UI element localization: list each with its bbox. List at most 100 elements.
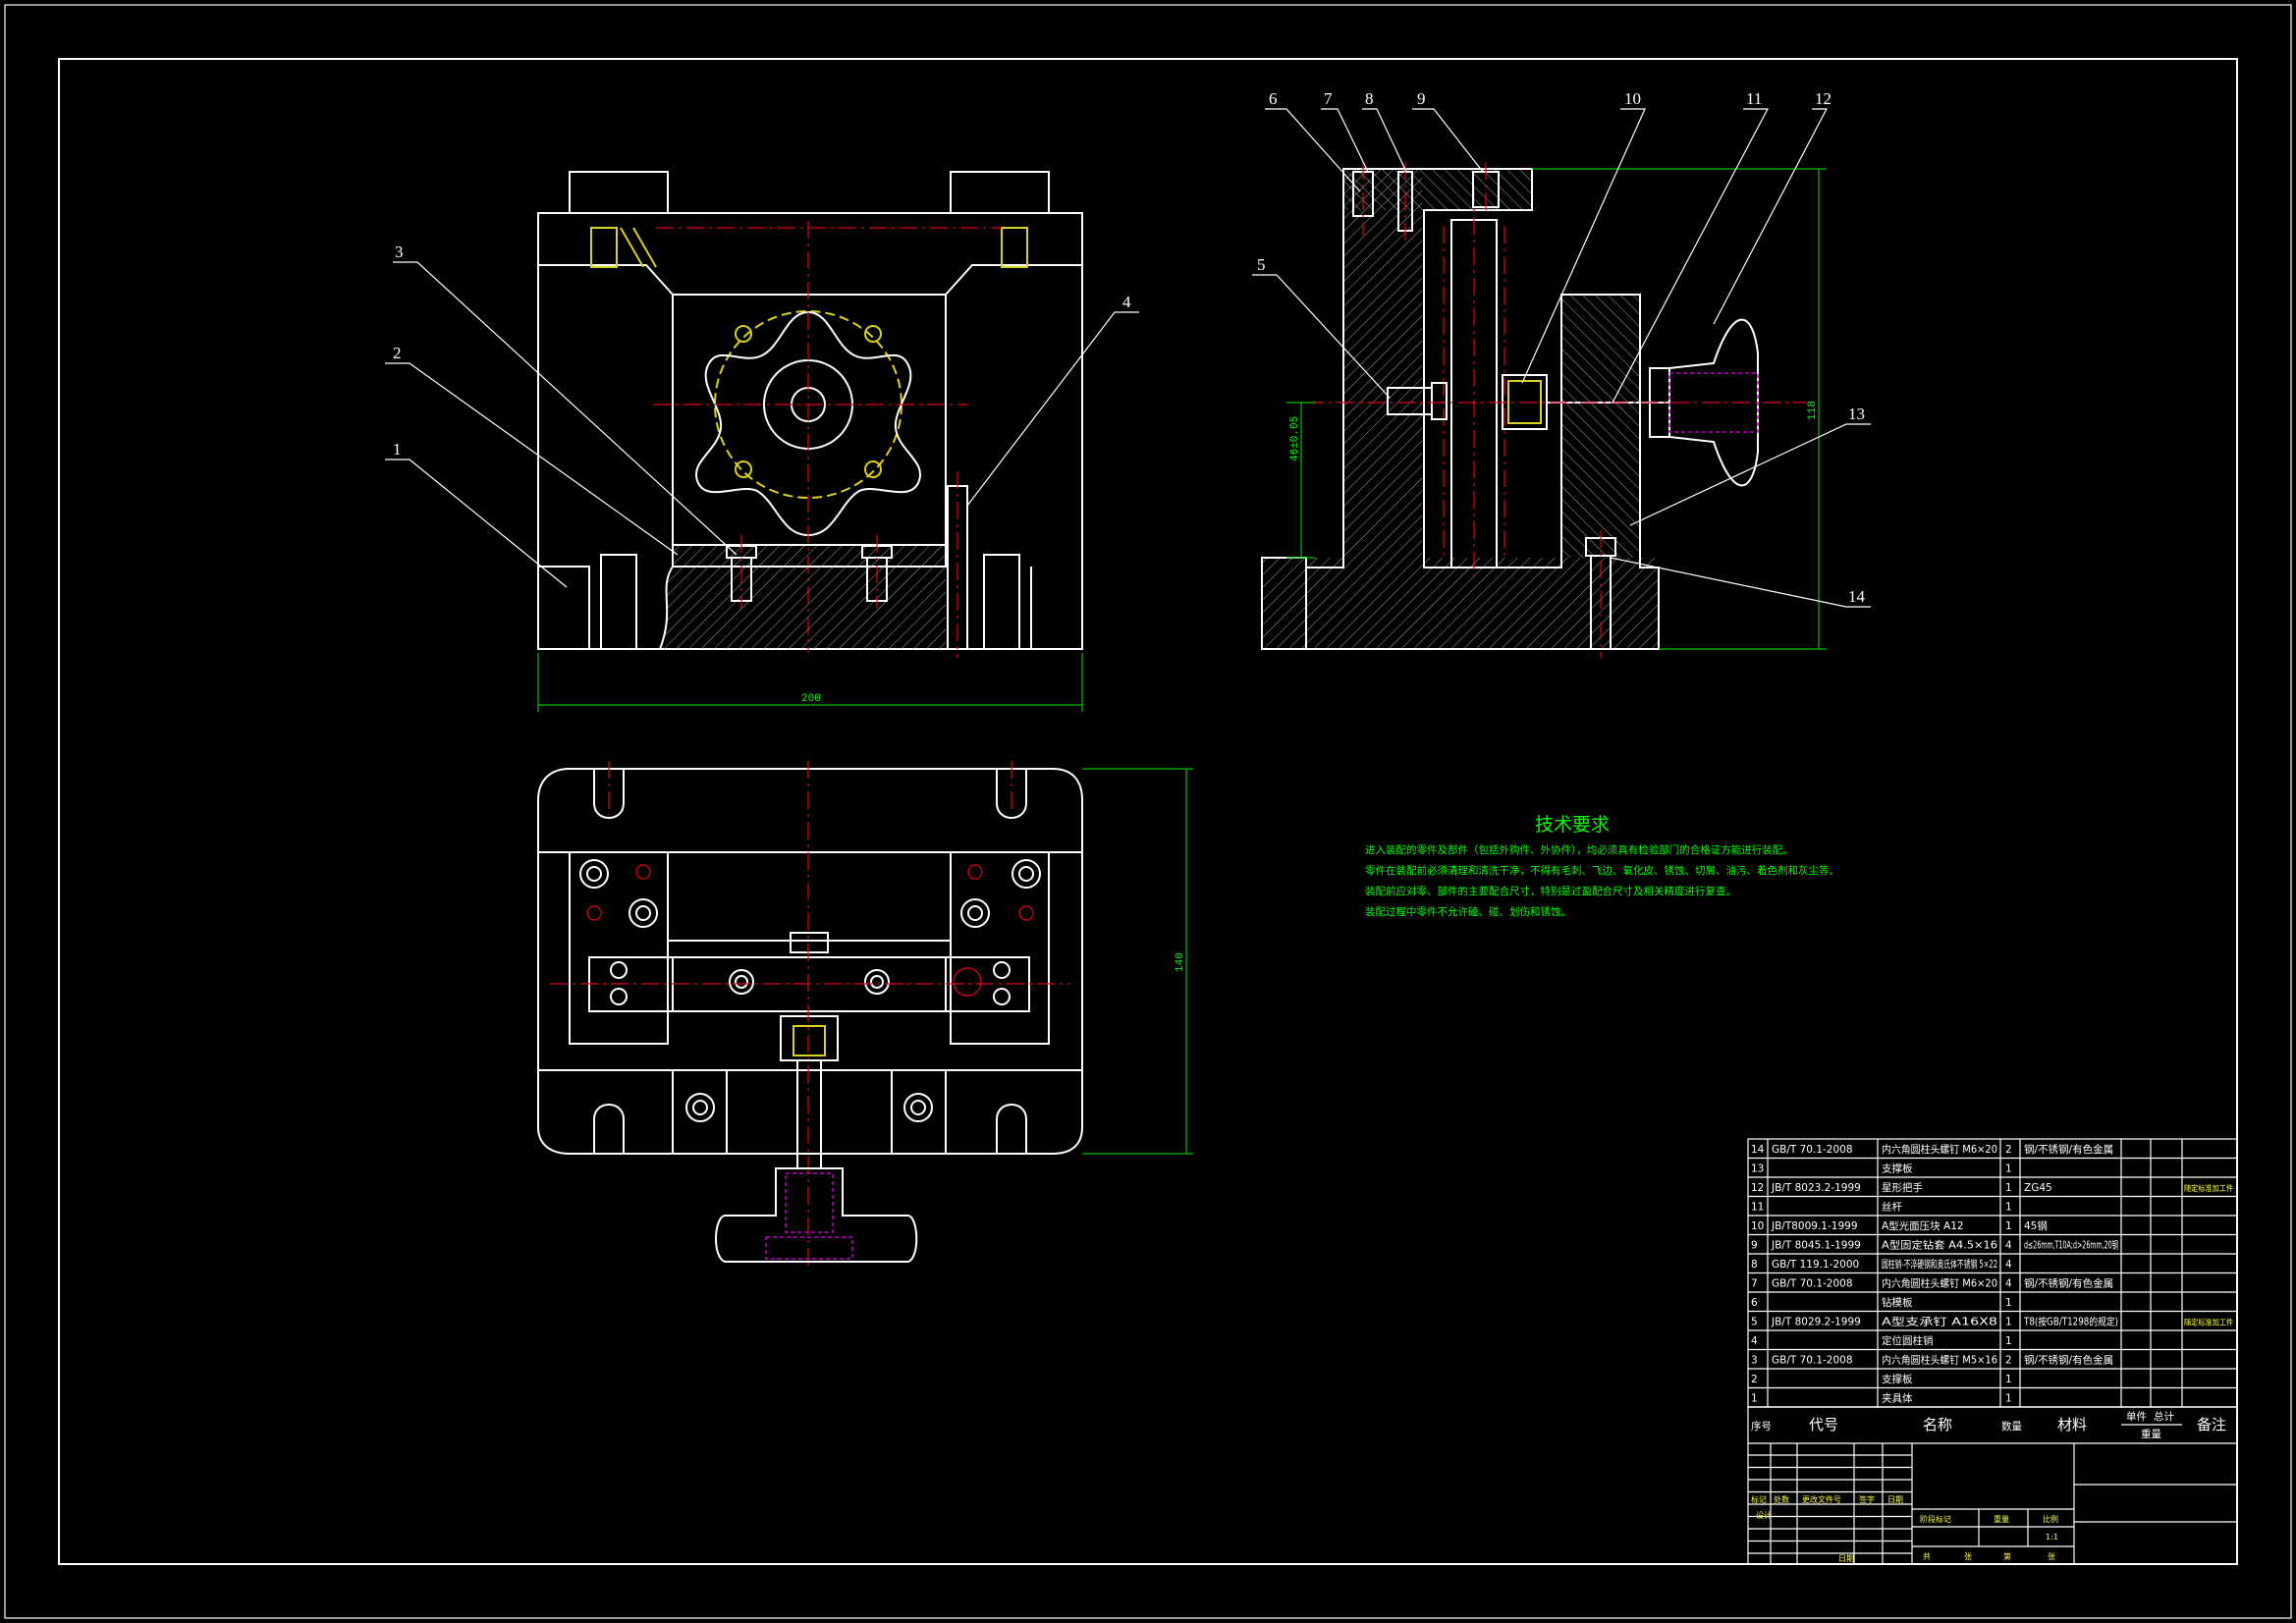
- sheet-label-sheets1: 张: [1964, 1552, 1972, 1561]
- bom-qty: 1: [2005, 1220, 2012, 1232]
- bom-name: 钻模板: [1882, 1296, 1913, 1309]
- bom-code: JB/T 8023.2-1999: [1771, 1182, 1861, 1194]
- leader-label-1: 1: [393, 440, 402, 459]
- bom-row: 2 支撑板 1: [1751, 1373, 2012, 1385]
- bom-row: 14 GB/T 70.1-2008 内六角圆柱头螺钉 M6×20 2 钢/不锈钢/有色金…: [1751, 1143, 2113, 1156]
- bom-name: 内六角圆柱头螺钉 M6×20: [1882, 1277, 1997, 1290]
- bom-seq: 6: [1751, 1297, 1758, 1309]
- top-view: 140: [537, 761, 1193, 1267]
- front-view: 200: [537, 171, 1083, 712]
- bom-name: 丝杆: [1882, 1201, 1903, 1214]
- bom-name: 支撑板: [1882, 1163, 1913, 1175]
- bom-header-weight: 重量: [2141, 1428, 2162, 1440]
- bom-material: ZG45: [2024, 1182, 2052, 1194]
- leader-label-8: 8: [1365, 89, 1374, 108]
- bom-seq: 14: [1751, 1144, 1765, 1156]
- bom-name: 圆柱销-不淬硬钢和奥氏体不锈钢 5×22: [1882, 1258, 1997, 1271]
- tech-req-title: 技术要求: [1535, 814, 1610, 836]
- leader-label-10: 10: [1624, 89, 1641, 108]
- tech-req-line-3: 装配前应对零、部件的主要配合尺寸，特别是过盈配合尺寸及相关精度进行复查。: [1365, 885, 1736, 897]
- stage-header-weight: 重量: [1994, 1514, 2009, 1524]
- leader-label-2: 2: [393, 344, 402, 362]
- bom-code: GB/T 70.1-2008: [1772, 1355, 1853, 1367]
- bom-seq: 11: [1751, 1202, 1764, 1214]
- bom-header-material: 材料: [2057, 1416, 2087, 1434]
- leader-label-11: 11: [1746, 89, 1762, 108]
- sheet-label-no: 第: [2003, 1551, 2011, 1561]
- bom-seq: 4: [1751, 1335, 1758, 1347]
- bom-qty: 1: [2005, 1335, 2012, 1347]
- bom-qty: 1: [2005, 1374, 2012, 1385]
- leader-label-3: 3: [395, 243, 404, 261]
- bom-remark: 随定标准加工件: [2184, 1183, 2233, 1193]
- bom-name: 支撑板: [1882, 1373, 1913, 1385]
- title-block: 标记 处数 更改文件号 签字 日期 设计 日期 阶段标记 重量 比例 1:1 共…: [1747, 1406, 2238, 1565]
- bom-qty: 1: [2005, 1202, 2012, 1214]
- bom-name: 内六角圆柱头螺钉 M6×20: [1882, 1143, 1997, 1156]
- outer-border: [4, 4, 2292, 1619]
- leader-label-7: 7: [1324, 89, 1333, 108]
- leader-label-9: 9: [1417, 89, 1426, 108]
- bom-code: JB/T 8045.1-1999: [1771, 1240, 1861, 1252]
- bom-seq: 5: [1751, 1317, 1758, 1328]
- stage-header-scale: 比例: [2043, 1514, 2058, 1524]
- bom-material: 钢/不锈钢/有色金属: [2024, 1354, 2113, 1367]
- bom-name: 夹具体: [1882, 1392, 1913, 1405]
- bom-qty: 2: [2005, 1144, 2012, 1156]
- bom-material: T8(按GB/T1298的规定): [2023, 1316, 2118, 1328]
- technical-requirements: 技术要求 进入装配的零件及部件（包括外购件、外协件），均必须具有检验部门的合格证…: [1365, 814, 1839, 918]
- bom-row: 11 丝杆 1: [1751, 1201, 2012, 1214]
- bom-seq: 9: [1751, 1240, 1758, 1252]
- rev-header-count: 处数: [1774, 1494, 1789, 1504]
- bom-header-unit: 单件: [2126, 1411, 2147, 1423]
- bom-header-name: 名称: [1923, 1416, 1952, 1434]
- rev-header-sign: 签字: [1859, 1494, 1875, 1504]
- bom-header-total: 总计: [2154, 1410, 2175, 1423]
- leader-label-5: 5: [1257, 255, 1266, 274]
- bom-name: A型支承钉 A16X8: [1882, 1316, 1997, 1328]
- bom-material: 钢/不锈钢/有色金属: [2024, 1143, 2113, 1156]
- bom-material: 钢/不锈钢/有色金属: [2024, 1277, 2113, 1290]
- bom-remark: 随定标准加工件: [2184, 1318, 2233, 1327]
- bom-name: 定位圆柱销: [1882, 1334, 1934, 1347]
- bom-name: 内六角圆柱头螺钉 M5×16: [1882, 1354, 1997, 1367]
- bom-header-seq: 序号: [1751, 1420, 1772, 1433]
- inner-border: [58, 58, 2238, 1565]
- bom-seq: 1: [1751, 1393, 1758, 1405]
- rev-header-mark: 标记: [1751, 1494, 1767, 1504]
- leader-numbers: 1 2 3 4 5 6 7 8 9 10 11 12 13 14: [393, 89, 1866, 606]
- dim-side-small: 46±0.05: [1289, 416, 1301, 461]
- tech-req-line-1: 进入装配的零件及部件（包括外购件、外协件），均必须具有检验部门的合格证方能进行装…: [1365, 843, 1793, 856]
- bom-code: JB/T8009.1-1999: [1771, 1220, 1858, 1232]
- bom-qty: 4: [2005, 1259, 2012, 1271]
- bom-qty: 1: [2005, 1182, 2012, 1194]
- bom-seq: 13: [1751, 1163, 1764, 1175]
- bom-header-code: 代号: [1809, 1416, 1838, 1434]
- leader-label-12: 12: [1815, 89, 1831, 108]
- scale-value: 1:1: [2046, 1533, 2058, 1542]
- bom-qty: 2: [2005, 1355, 2012, 1367]
- leader-label-6: 6: [1269, 89, 1278, 108]
- dim-side-height: 118: [1807, 401, 1819, 420]
- bom-code: GB/T 70.1-2008: [1772, 1144, 1853, 1156]
- leader-label-13: 13: [1848, 405, 1865, 423]
- dim-width: 200: [801, 693, 821, 705]
- bom-name: A型固定钻套 A4.5×16: [1882, 1239, 1997, 1252]
- bom-row: 4 定位圆柱销 1: [1751, 1334, 2012, 1347]
- bom-seq: 3: [1751, 1355, 1758, 1367]
- bom-seq: 2: [1751, 1374, 1758, 1385]
- bom-seq: 8: [1751, 1259, 1758, 1271]
- bom-row: 3 GB/T 70.1-2008 内六角圆柱头螺钉 M5×16 2 钢/不锈钢/有色金属: [1751, 1354, 2113, 1367]
- rev-header-doc: 更改文件号: [1802, 1494, 1841, 1504]
- bom-name: 星形把手: [1882, 1181, 1923, 1194]
